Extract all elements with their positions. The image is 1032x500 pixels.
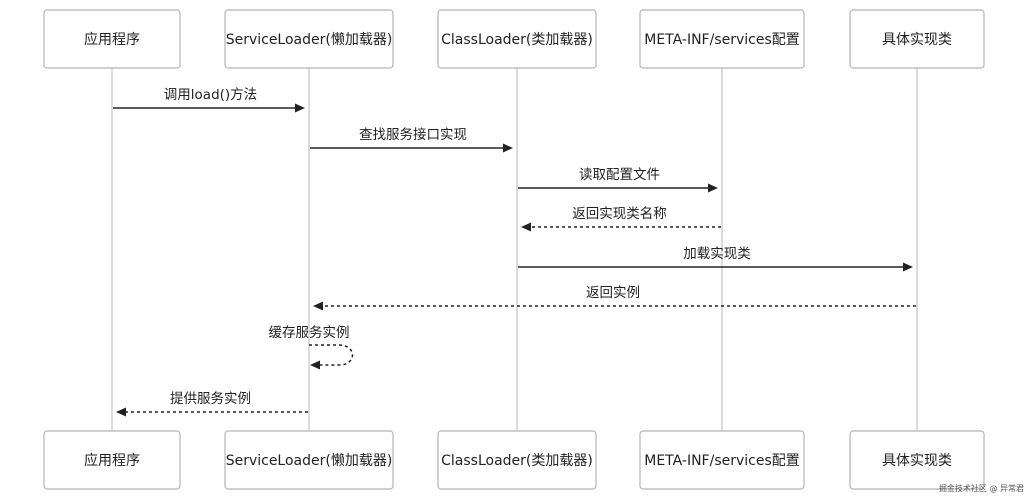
participant-label: ClassLoader(类加载器) bbox=[441, 453, 593, 469]
message-label: 加载实现类 bbox=[683, 246, 751, 262]
participant-label: ServiceLoader(懒加载器) bbox=[226, 32, 393, 48]
message-label: 调用load()方法 bbox=[164, 87, 257, 103]
participant-app-top: 应用程序 bbox=[43, 9, 181, 69]
participant-serviceloader-bottom: ServiceLoader(懒加载器) bbox=[224, 430, 394, 490]
arrowhead bbox=[313, 301, 323, 311]
message-1: 调用load()方法 bbox=[113, 87, 305, 113]
watermark: 掘金技术社区 @ 异常君 bbox=[938, 484, 1024, 493]
arrowhead bbox=[116, 407, 126, 417]
participant-box bbox=[639, 9, 805, 69]
arrowhead bbox=[503, 143, 513, 153]
participant-box bbox=[639, 430, 805, 490]
messages: 调用load()方法查找服务接口实现读取配置文件返回实现类名称加载实现类返回实例… bbox=[113, 87, 916, 417]
participant-impl-top: 具体实现类 bbox=[849, 9, 985, 69]
participant-box bbox=[224, 430, 394, 490]
participant-box bbox=[43, 9, 181, 69]
message-3: 读取配置文件 bbox=[518, 167, 718, 193]
arrowhead bbox=[708, 183, 718, 193]
lifelines bbox=[111, 68, 918, 431]
participant-box bbox=[437, 9, 597, 69]
self-loop-line bbox=[309, 344, 354, 366]
message-label: 缓存服务实例 bbox=[269, 325, 350, 341]
message-label: 提供服务实例 bbox=[170, 391, 251, 407]
message-6: 返回实例 bbox=[313, 285, 916, 311]
participant-metainf-bottom: META-INF/services配置 bbox=[639, 430, 805, 490]
message-label: 查找服务接口实现 bbox=[359, 126, 467, 143]
participant-label: 具体实现类 bbox=[882, 453, 952, 469]
arrowhead bbox=[903, 262, 913, 272]
participant-box bbox=[437, 430, 597, 490]
participant-box bbox=[849, 9, 985, 69]
message-7: 缓存服务实例 bbox=[269, 325, 354, 370]
message-label: 读取配置文件 bbox=[579, 167, 660, 183]
participant-row-top: 应用程序 ServiceLoader(懒加载器) ClassLoader(类加载器)… bbox=[43, 9, 985, 69]
message-5: 加载实现类 bbox=[518, 246, 913, 272]
participant-app-bottom: 应用程序 bbox=[43, 430, 181, 490]
participant-label: 应用程序 bbox=[84, 31, 140, 48]
arrowhead bbox=[295, 103, 305, 113]
message-label: 返回实现类名称 bbox=[572, 206, 667, 222]
participant-row-bottom: 应用程序 ServiceLoader(懒加载器) ClassLoader(类加载器)… bbox=[43, 430, 985, 490]
arrowhead bbox=[521, 222, 531, 232]
message-2: 查找服务接口实现 bbox=[310, 126, 513, 153]
participant-label: ClassLoader(类加载器) bbox=[441, 32, 593, 48]
participant-label: META-INF/services配置 bbox=[644, 453, 800, 469]
participant-box bbox=[849, 430, 985, 490]
message-label: 返回实例 bbox=[586, 285, 640, 301]
participant-label: META-INF/services配置 bbox=[644, 32, 800, 48]
message-4: 返回实现类名称 bbox=[521, 206, 721, 232]
participant-classloader-top: ClassLoader(类加载器) bbox=[437, 9, 597, 69]
participant-box bbox=[224, 9, 394, 69]
arrowhead bbox=[310, 360, 320, 370]
participant-label: 具体实现类 bbox=[882, 32, 952, 48]
participant-impl-bottom: 具体实现类 bbox=[849, 430, 985, 490]
participant-classloader-bottom: ClassLoader(类加载器) bbox=[437, 430, 597, 490]
participant-metainf-top: META-INF/services配置 bbox=[639, 9, 805, 69]
message-8: 提供服务实例 bbox=[116, 391, 308, 417]
participant-label: 应用程序 bbox=[84, 452, 140, 469]
participant-serviceloader-top: ServiceLoader(懒加载器) bbox=[224, 9, 394, 69]
participant-box bbox=[43, 430, 181, 490]
participant-label: ServiceLoader(懒加载器) bbox=[226, 453, 393, 469]
